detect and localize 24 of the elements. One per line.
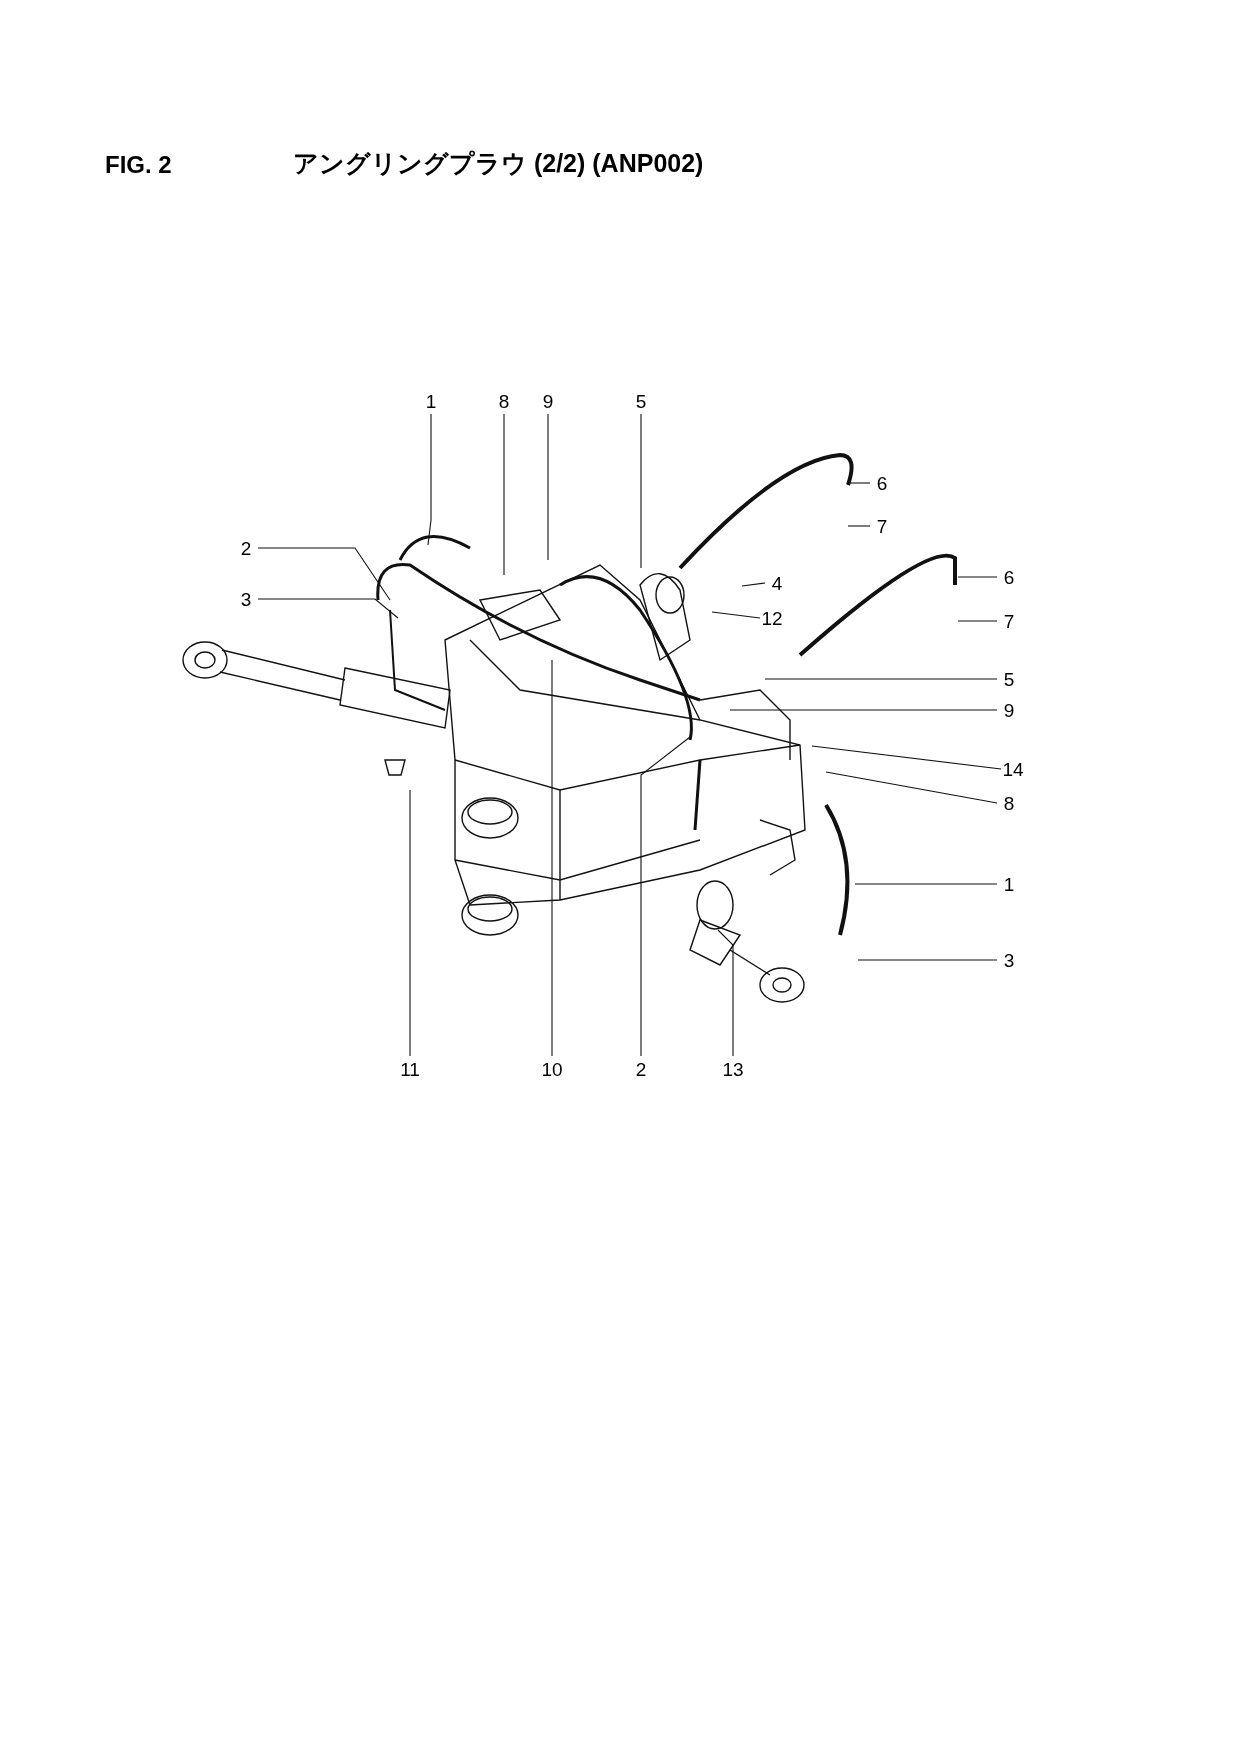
leader-line: [551, 659, 553, 1057]
leader-line: [957, 620, 998, 622]
leader-line: [257, 547, 391, 601]
leader-line: [825, 771, 998, 804]
leader-line: [711, 611, 761, 619]
figure-number: FIG. 2: [105, 150, 172, 180]
leader-line: [257, 598, 399, 619]
leader-line: [547, 413, 549, 561]
leader-line: [729, 709, 998, 711]
leader-line: [640, 736, 691, 1057]
leader-line: [717, 929, 734, 1057]
leader-line: [847, 525, 871, 527]
leader-line: [957, 576, 998, 578]
diagram-title: アングリングプラウ (2/2) (ANP002): [293, 148, 704, 179]
leader-line: [427, 413, 432, 546]
leader-line: [764, 678, 998, 680]
leader-line: [857, 959, 998, 961]
leader-line: [854, 883, 998, 885]
leader-line: [811, 745, 1002, 770]
leader-line: [409, 789, 411, 1057]
leader-line: [847, 482, 871, 484]
leader-line: [503, 413, 505, 576]
leader-line: [741, 582, 766, 587]
leader-line: [640, 413, 642, 569]
